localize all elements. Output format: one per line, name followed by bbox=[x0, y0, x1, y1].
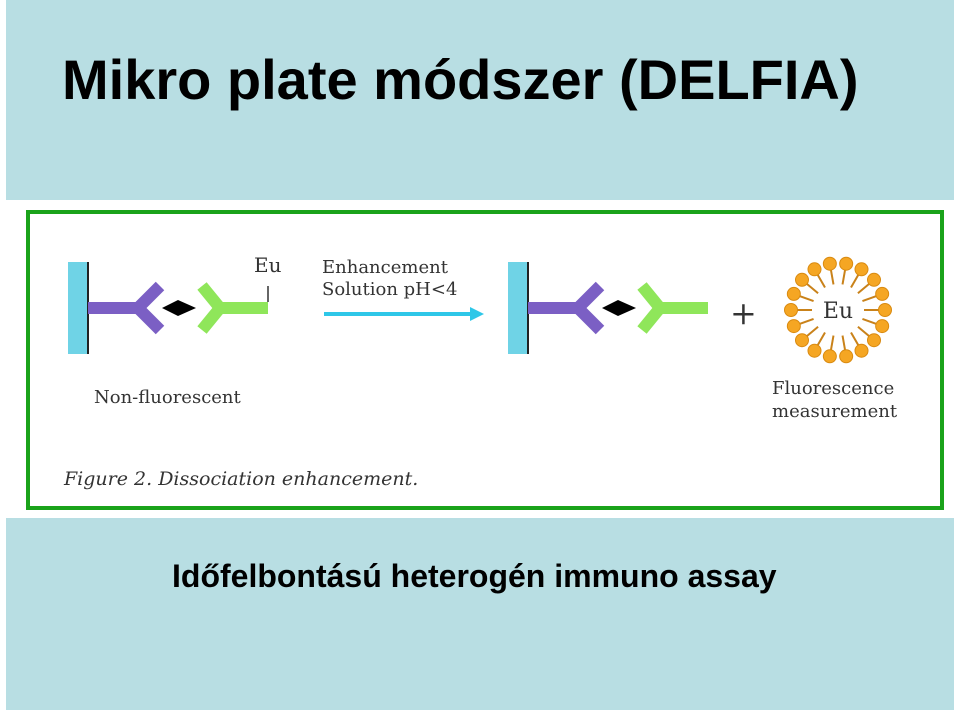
micelle-tail bbox=[829, 268, 835, 285]
micelle-head bbox=[784, 303, 798, 317]
antigen-right bbox=[602, 300, 636, 316]
micelle-head bbox=[878, 303, 892, 317]
title-band bbox=[6, 0, 954, 200]
micelle-ring bbox=[784, 256, 892, 364]
micelle-head bbox=[794, 333, 809, 348]
left-immunocomplex: Eu bbox=[68, 253, 282, 354]
right-immunocomplex bbox=[508, 262, 708, 354]
micelle-tail bbox=[850, 332, 860, 347]
micelle-tail bbox=[862, 294, 878, 303]
arrow-label-line1: Enhancement bbox=[322, 257, 449, 278]
fluorescence-caption-line1: Fluorescence bbox=[772, 378, 894, 399]
fluorescence-caption-line2: measurement bbox=[772, 401, 898, 422]
micelle-head bbox=[822, 349, 837, 364]
micelle-tail bbox=[816, 332, 826, 347]
micelle-head bbox=[786, 286, 801, 301]
micelle-tail bbox=[857, 325, 871, 338]
micelle-tail bbox=[857, 282, 871, 295]
micelle-head bbox=[875, 286, 890, 301]
micelle-tail bbox=[850, 273, 860, 288]
eu-micelle: Eu bbox=[784, 256, 892, 364]
plus-sign: + bbox=[730, 294, 757, 332]
micelle-head bbox=[794, 272, 809, 287]
micelle-head bbox=[854, 262, 869, 277]
micelle-head bbox=[839, 256, 854, 271]
micelle-head bbox=[822, 256, 837, 271]
figure-caption: Figure 2. Dissociation enhancement. bbox=[63, 468, 418, 490]
micelle-head bbox=[839, 349, 854, 364]
micelle-tail bbox=[798, 317, 814, 326]
figure-svg: Eu Enhancement Solution pH<4 bbox=[63, 253, 898, 490]
micelle-tail bbox=[805, 325, 819, 338]
eu-label: Eu bbox=[254, 253, 282, 277]
micelle-core bbox=[794, 266, 882, 354]
micelle-head bbox=[786, 319, 801, 334]
micelle-head bbox=[854, 343, 869, 358]
arrow-head-icon bbox=[470, 307, 484, 321]
micelle-label: Eu bbox=[823, 299, 853, 324]
micelle-tail bbox=[841, 335, 847, 352]
micelle-head bbox=[807, 343, 822, 358]
micelle-tail bbox=[841, 268, 847, 285]
slide-subtitle: Időfelbontású heterogén immuno assay bbox=[172, 558, 777, 594]
plate-surface-right bbox=[508, 262, 528, 354]
micelle-head bbox=[867, 333, 882, 348]
subtitle-band bbox=[6, 518, 954, 710]
arrow-label-line2: Solution pH<4 bbox=[322, 279, 457, 300]
micelle-tail bbox=[798, 294, 814, 303]
detection-antibody-right bbox=[637, 282, 708, 334]
plate-surface-left bbox=[68, 262, 88, 354]
micelle-head bbox=[875, 319, 890, 334]
micelle-tail bbox=[862, 317, 878, 326]
capture-antibody-right bbox=[528, 281, 605, 335]
micelle-tail bbox=[829, 335, 835, 352]
micelle-head bbox=[807, 262, 822, 277]
non-fluorescent-caption: Non-fluorescent bbox=[94, 387, 242, 408]
antigen-left bbox=[162, 300, 196, 316]
capture-antibody-left bbox=[88, 281, 165, 335]
micelle-tail bbox=[805, 282, 819, 295]
micelle-head bbox=[867, 272, 882, 287]
slide-title: Mikro plate módszer (DELFIA) bbox=[62, 48, 859, 111]
enhancement-arrow-group: Enhancement Solution pH<4 bbox=[322, 257, 484, 321]
detection-antibody-left bbox=[197, 282, 268, 334]
micelle-tail bbox=[816, 273, 826, 288]
dissociation-enhancement-figure: Eu Enhancement Solution pH<4 bbox=[26, 210, 944, 510]
